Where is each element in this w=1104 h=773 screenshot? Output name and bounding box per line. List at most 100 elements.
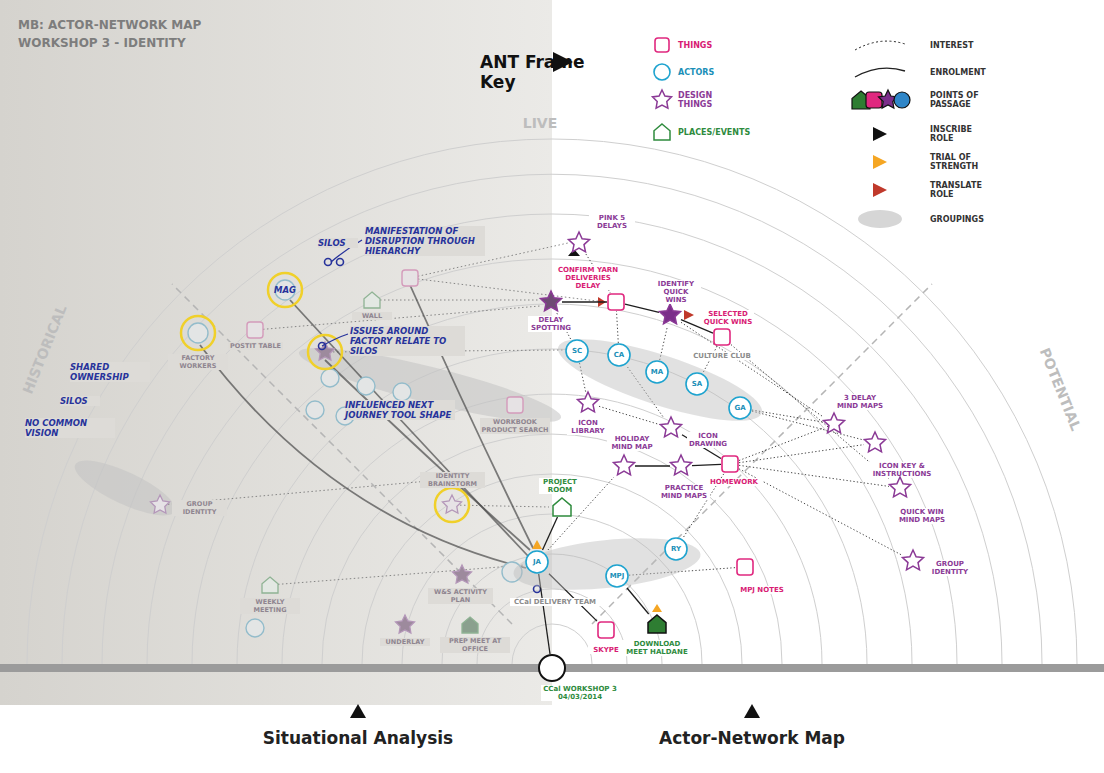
actor-circle: CA (607, 343, 631, 367)
node-label: ICON LIBRARY (567, 419, 609, 435)
faded-interest-line (270, 565, 525, 585)
node-label: HOLIDAY MIND MAP (607, 435, 657, 451)
faded-interest-line (372, 300, 540, 301)
node-shape (647, 614, 667, 634)
trial-of-strength-marker (532, 540, 542, 549)
actor-outline (606, 565, 628, 587)
enrolment-line (625, 304, 659, 312)
actor-initials: JA (525, 550, 549, 574)
faded-thing (247, 322, 263, 338)
node-label: SKYPE (588, 646, 624, 654)
handwritten-note: MAG (265, 285, 305, 295)
star-outline (661, 417, 682, 437)
handwritten-note: SILOS (318, 238, 358, 248)
legend-label: INSCRIBE ROLE (930, 125, 992, 143)
star-outline (614, 455, 635, 475)
node-label: MPJ NOTES (737, 586, 787, 594)
node-label: 3 DELAY MIND MAPS (834, 394, 886, 410)
legend-sample (873, 183, 887, 197)
actor-outline (729, 397, 751, 419)
node-shape (597, 621, 615, 639)
place-house: PROJECT ROOM (552, 497, 572, 517)
map-label: ANT Frame Key (480, 52, 615, 92)
node-shape (659, 304, 681, 326)
legend-sample (654, 64, 670, 80)
node-shape (721, 455, 739, 473)
star-outline (865, 432, 886, 452)
design-thing-star: PRACTICE MIND MAPS (670, 455, 692, 477)
faded-actor (357, 377, 375, 395)
faded-thing (507, 397, 523, 413)
node-shape (713, 328, 731, 346)
node-label: ICON DRAWING (687, 432, 729, 448)
design-thing-star: ICON LIBRARY (577, 392, 599, 414)
hand-drawn-stroke (322, 334, 348, 346)
actor-initials: MA (645, 360, 669, 384)
legend-label: DESIGN THINGS (678, 91, 728, 109)
node-shape (670, 455, 692, 477)
node-shape (889, 477, 911, 499)
star-outline (578, 392, 599, 412)
actor-circle: JA (525, 550, 549, 574)
design-thing-star: PINK 5 DELAYS (568, 232, 590, 254)
faded-map-label: W&S ACTIVITY PLAN (428, 588, 493, 604)
faded-design-thing (453, 565, 472, 583)
legend-label: INTEREST (930, 41, 1000, 50)
star-outline (660, 304, 681, 324)
handwritten-note: MANIFESTATION OF DISRUPTION THROUGH HIER… (365, 226, 485, 256)
actor-circle: SA (685, 372, 709, 396)
pointer-triangle (744, 704, 760, 718)
faded-enrolment-line (200, 345, 526, 568)
timeline-arc (102, 214, 1002, 664)
interest-line (739, 428, 823, 460)
star-outline (671, 455, 692, 475)
faded-map-label: PREP MEET AT OFFICE (440, 637, 510, 653)
actor-outline (566, 340, 588, 362)
faded-interest-line (452, 505, 549, 507)
design-thing-star: ICON DRAWING (660, 417, 682, 439)
hand-drawn-ring (325, 259, 332, 266)
timeline-arc (282, 394, 822, 664)
translate-role-marker (684, 310, 694, 320)
node-label: PROJECT ROOM (539, 478, 581, 494)
thing-box: MPJ NOTES (736, 558, 754, 576)
highlight-ring (435, 488, 469, 522)
hand-drawn-ring (337, 259, 344, 266)
design-thing-star: ICON KEY & INSTRUCTIONS (864, 432, 886, 454)
node-label: GROUP IDENTITY (927, 560, 973, 576)
thing-outline (608, 294, 624, 310)
interest-line (739, 445, 864, 463)
legend-sample (894, 92, 910, 108)
handwritten-note: ISSUES AROUND FACTORY RELATE TO SILOS (350, 326, 465, 356)
house-outline (648, 615, 666, 633)
thing-box: CONFIRM YARN DELIVERIES DELAY (607, 293, 625, 311)
faded-map-label: FACTORY WORKERS (168, 354, 228, 370)
legend-label: POINTS OF PASSAGE (930, 91, 992, 109)
node-shape (823, 413, 845, 435)
legend-label: TRIAL OF STRENGTH (930, 153, 992, 171)
star-outline (569, 232, 590, 252)
node-label: ICON KEY & INSTRUCTIONS (866, 462, 938, 478)
enrolment-line (562, 301, 607, 302)
node-label: CULTURE CLUB (687, 352, 757, 360)
legend-sample (654, 124, 670, 140)
map-label: POTENTIAL (1033, 340, 1086, 439)
trial-of-strength-marker (652, 604, 662, 612)
faded-thing (402, 270, 418, 286)
handwritten-note: SILOS (60, 396, 100, 406)
grouping-blob (551, 323, 770, 437)
timeline-arc (402, 514, 702, 664)
faded-design-thing (396, 615, 415, 633)
legend-sample (655, 38, 669, 52)
legend-label: GROUPINGS (930, 215, 1000, 224)
highlight-ring (308, 335, 342, 369)
star-outline (903, 550, 924, 570)
actor-outline (665, 538, 687, 560)
legend-sample (855, 68, 905, 77)
faded-map-label: WORKBOOK PRODUCT SEARCH (480, 418, 550, 434)
quadrant-divider (172, 284, 512, 624)
faded-map-label: WALL (352, 312, 392, 320)
map-label: Actor-Network Map (632, 728, 872, 748)
interest-line (617, 311, 619, 343)
workshop-outline (539, 655, 565, 681)
